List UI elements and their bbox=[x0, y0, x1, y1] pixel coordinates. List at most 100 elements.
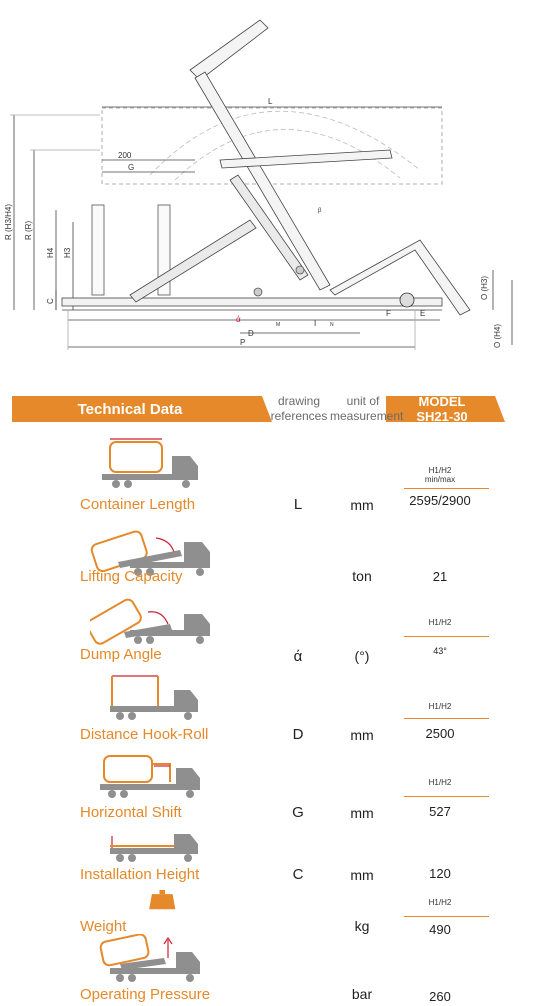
dim-label-H4: H4 bbox=[46, 247, 55, 258]
row-column-header: H1/H2 bbox=[400, 898, 480, 907]
technical-data-header: Technical Data drawing references unit o… bbox=[0, 392, 533, 426]
dim-label-N: N bbox=[330, 322, 334, 328]
angle-label-beta: β bbox=[318, 208, 322, 214]
row-value: 490 bbox=[429, 922, 451, 937]
row-divider bbox=[404, 636, 489, 637]
dim-label-D: D bbox=[248, 329, 254, 338]
row-column-header: H1/H2 bbox=[400, 778, 480, 787]
row-lifting-capacity: Lifting Capacity ton 21 bbox=[0, 528, 533, 588]
pivot-1 bbox=[295, 265, 305, 275]
header-unit-line2: measurement bbox=[330, 409, 404, 423]
row-col-line1: H1/H2 bbox=[428, 618, 452, 627]
cylinder bbox=[129, 219, 257, 303]
hook-arm-raised bbox=[189, 19, 269, 81]
header-model: MODEL SH21-30 bbox=[398, 394, 486, 424]
dim-label-M: M bbox=[276, 322, 280, 328]
chassis-frame bbox=[61, 297, 443, 307]
header-drawing-references: drawing references bbox=[268, 394, 330, 424]
row-col-line1: H1/H2 bbox=[428, 702, 452, 711]
container-outline bbox=[101, 107, 443, 185]
row-ref: D bbox=[292, 726, 304, 743]
dim-label-O-H3: O (H3) bbox=[480, 276, 489, 300]
row-unit: bar bbox=[351, 986, 373, 1002]
container-length-icon bbox=[102, 438, 198, 488]
row-ref: L bbox=[293, 496, 303, 513]
dim-label-H3: H3 bbox=[63, 247, 72, 258]
row-col-line1: H1/H2 bbox=[428, 898, 452, 907]
weight-icon bbox=[149, 890, 176, 910]
row-weight: Weight kg H1/H2 490 bbox=[0, 890, 533, 940]
row-ref: C bbox=[292, 866, 304, 883]
header-model-line1: MODEL bbox=[418, 394, 466, 409]
row-divider bbox=[404, 718, 489, 719]
row-value: 2500 bbox=[425, 726, 455, 741]
dim-label-R-H3-H4: R (H3/H4) bbox=[4, 204, 13, 240]
dim-label-F: F bbox=[386, 309, 391, 318]
rear-arm bbox=[329, 239, 471, 316]
row-horizontal-shift: Horizontal Shift G mm H1/H2 527 bbox=[0, 752, 533, 824]
swing-arc-outer bbox=[149, 110, 421, 176]
header-model-line2: SH21-30 bbox=[416, 409, 468, 424]
row-unit: mm bbox=[350, 727, 374, 743]
row-label: Dump Angle bbox=[80, 646, 162, 663]
row-distance-hook-roll: Distance Hook-Roll D mm H1/H2 2500 bbox=[0, 670, 533, 746]
row-label: Lifting Capacity bbox=[80, 568, 183, 585]
row-label: Installation Height bbox=[80, 866, 200, 883]
row-value: 43° bbox=[433, 646, 447, 656]
header-unit-of-measurement: unit of measurement bbox=[330, 394, 404, 424]
row-col-line1: H1/H2 bbox=[428, 466, 452, 475]
row-ref: G bbox=[292, 804, 304, 821]
dim-label-E: E bbox=[420, 309, 425, 318]
row-column-header: H1/H2 bbox=[400, 618, 480, 627]
dim-label-I: I bbox=[314, 319, 316, 328]
dim-label-L: L bbox=[268, 97, 273, 106]
row-operating-pressure: Operating Pressure bar 260 bbox=[0, 934, 533, 1006]
operating-pressure-icon bbox=[99, 934, 200, 982]
hooklift-technical-drawing: L 200 G R (H3/H4) R (R) H4 H3 C D P F E … bbox=[4, 19, 513, 350]
row-column-header: H1/H2 bbox=[400, 702, 480, 711]
main-arm bbox=[194, 71, 331, 291]
row-value: 2595/2900 bbox=[409, 493, 471, 508]
row-value: 120 bbox=[429, 866, 451, 881]
rear-roller bbox=[399, 292, 415, 308]
dim-label-O-H4: O (H4) bbox=[493, 324, 502, 348]
row-value: 260 bbox=[429, 989, 451, 1004]
row-unit: mm bbox=[350, 805, 374, 821]
horizontal-shift-icon bbox=[100, 755, 200, 798]
swing-arc-inner bbox=[174, 129, 401, 181]
row-unit: (°) bbox=[354, 648, 370, 664]
row-col-line1: H1/H2 bbox=[428, 778, 452, 787]
row-ref: ά bbox=[293, 648, 303, 665]
dim-label-R-R: R (R) bbox=[24, 221, 33, 240]
angle-label-alpha: ά bbox=[236, 315, 241, 324]
row-dump-angle: Dump Angle ά (°) H1/H2 43° bbox=[0, 594, 533, 665]
dim-label-C: C bbox=[46, 298, 55, 304]
row-unit: mm bbox=[350, 867, 374, 883]
row-installation-height: Installation Height C mm 120 bbox=[0, 830, 533, 886]
header-band bbox=[12, 396, 505, 422]
dim-label-G: G bbox=[128, 163, 134, 172]
installation-height-icon bbox=[110, 834, 198, 862]
cylinder-2 bbox=[229, 174, 309, 281]
pivot-2 bbox=[253, 287, 263, 297]
dump-angle-icon bbox=[90, 598, 210, 645]
header-title: Technical Data bbox=[77, 401, 183, 418]
header-ref-line1: drawing bbox=[277, 394, 321, 408]
row-label: Operating Pressure bbox=[80, 986, 211, 1003]
distance-hook-roll-icon bbox=[110, 675, 198, 720]
row-label: Horizontal Shift bbox=[80, 804, 182, 821]
row-value: 527 bbox=[429, 804, 451, 819]
row-col-line2: min/max bbox=[424, 475, 456, 484]
row-unit: kg bbox=[354, 918, 370, 934]
header-unit-line1: unit of bbox=[346, 394, 380, 408]
tilt-frame bbox=[219, 149, 393, 169]
lifting-capacity-icon bbox=[90, 530, 210, 576]
row-unit: mm bbox=[350, 497, 374, 513]
row-column-header: H1/H2 min/max bbox=[400, 466, 480, 484]
row-container-length: Container Length L mm H1/H2 min/max 2595… bbox=[0, 434, 533, 514]
row-divider bbox=[404, 796, 489, 797]
front-stand bbox=[91, 204, 105, 296]
row-divider bbox=[404, 916, 489, 917]
row-unit: ton bbox=[352, 568, 372, 584]
row-label: Weight bbox=[80, 918, 127, 935]
